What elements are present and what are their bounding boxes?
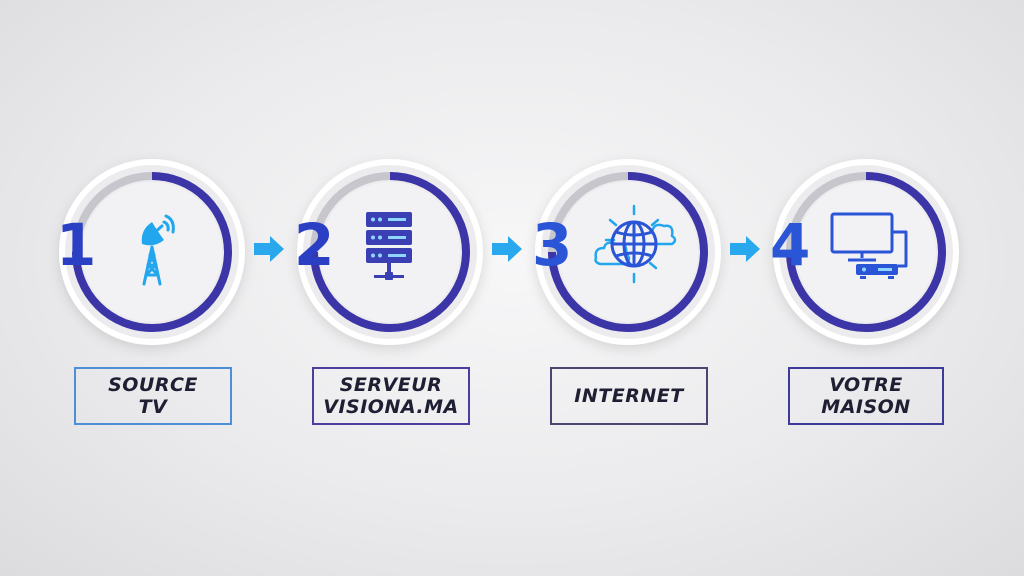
step-label: INTERNET: [550, 367, 708, 425]
step-number: 1: [56, 211, 96, 279]
arrow-right-icon: [730, 236, 760, 262]
step-number: 2: [294, 211, 334, 279]
tv-receiver-icon: [830, 212, 908, 279]
step-2-circle: 2: [290, 152, 490, 352]
globe-cloud-icon: [594, 204, 677, 284]
arrow-right-icon: [254, 236, 284, 262]
step-4-circle: 4: [766, 152, 966, 352]
step-label: SOURCE TV: [74, 367, 232, 425]
step-3: 3 INTERNET: [528, 0, 728, 576]
step-1: 1 SOURCE TV: [52, 0, 252, 576]
step-number: 4: [770, 211, 810, 279]
server-rack-icon: [366, 212, 412, 280]
step-label: VOTRE MAISON: [788, 367, 944, 425]
step-1-circle: 1: [52, 152, 252, 352]
step-3-circle: 3: [528, 152, 728, 352]
step-2: 2 SERVEUR VISIONA.MA: [290, 0, 490, 576]
step-4: 4 VOTRE MAISON: [766, 0, 966, 576]
step-label: SERVEUR VISIONA.MA: [312, 367, 470, 425]
step-number: 3: [532, 211, 572, 279]
satellite-tower-icon: [141, 214, 175, 286]
arrow-right-icon: [492, 236, 522, 262]
